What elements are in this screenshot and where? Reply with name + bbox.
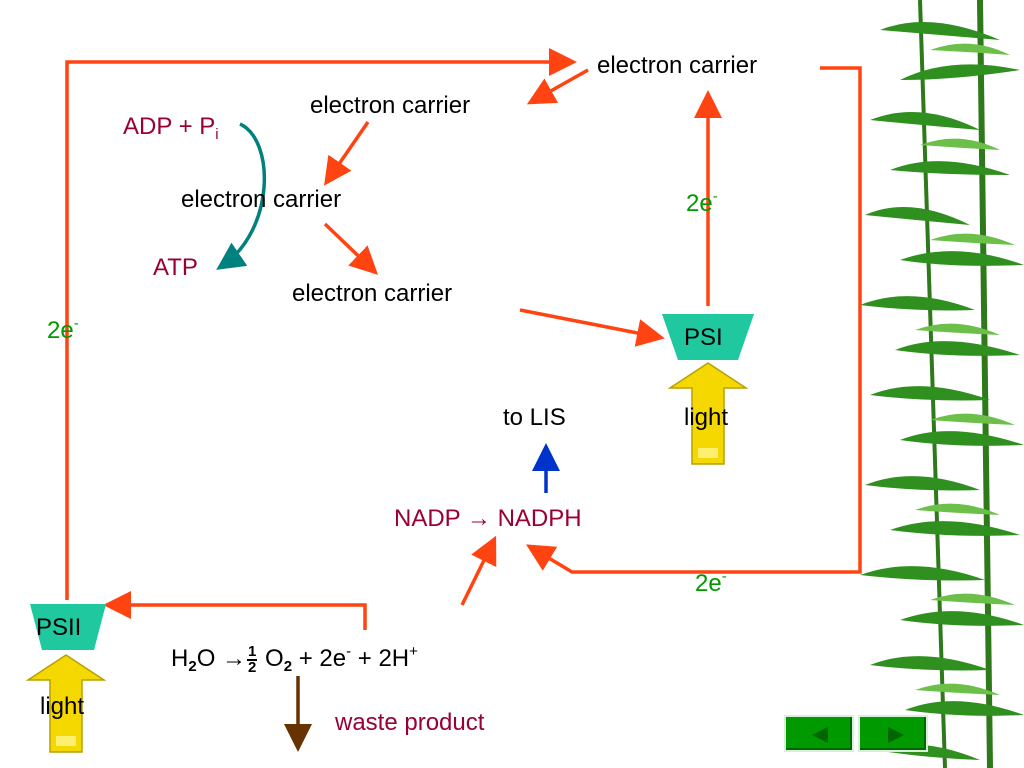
flow-arrow-equation-to-nadp: [460, 535, 497, 606]
nadp-equation: NADP → NADPH: [394, 505, 582, 533]
two-electrons-left: 2e-: [47, 310, 79, 345]
electron-carrier-3: electron carrier: [181, 186, 342, 213]
two-electrons-bottom: 2e-: [695, 563, 727, 598]
two-electrons-left-sup: -: [73, 315, 79, 332]
eq-frac-num: 1: [247, 643, 258, 661]
adp-label: ADP + Pi: [123, 113, 219, 149]
nadp-arrow-symbol: →: [466, 505, 491, 532]
to-lis-label: to LIS: [503, 404, 566, 431]
eq-electron-sup: -: [346, 643, 352, 660]
light-label-psi: light: [684, 404, 729, 431]
eq-o2: O: [258, 645, 284, 672]
eq-proton-sup: +: [409, 643, 418, 660]
eq-plus-electrons: + 2e: [292, 645, 347, 672]
eq-arrow: →: [222, 645, 247, 672]
flow-arrow-psii-to-top-carrier: [65, 48, 577, 600]
atp-arc-arrow: [216, 122, 267, 270]
next-slide-button[interactable]: [858, 715, 928, 752]
atp-label: ATP: [153, 254, 198, 281]
psi-shape: [662, 314, 754, 360]
psii-shape: [30, 604, 106, 650]
adp-subscript: i: [215, 126, 219, 143]
electron-carrier-2: electron carrier: [310, 92, 471, 119]
two-electrons-bottom-sup: -: [721, 568, 727, 585]
nadp-text: NADP: [394, 505, 461, 532]
flow-arrow-carrier2-to-carrier3: [324, 121, 370, 186]
flow-arrow-top-to-carrier2: [526, 68, 589, 105]
two-electrons-bottom-text: 2e: [695, 570, 722, 597]
next-slide-icon: [888, 727, 904, 743]
two-electrons-right-sup: -: [712, 188, 718, 205]
eq-h: H: [171, 645, 189, 672]
psi-label: PSI: [684, 324, 723, 351]
eq-o1: O: [196, 645, 216, 672]
eq-frac-den: 2: [248, 659, 257, 676]
light-arrow-psii: [25, 654, 107, 753]
electron-carrier-top: electron carrier: [597, 52, 758, 79]
flow-arrow-top-carrier-to-nadph: [525, 66, 862, 574]
previous-slide-button[interactable]: [784, 715, 854, 752]
eq-o2-sub: 2: [283, 658, 293, 675]
flow-arrow-carrier4-to-psi: [519, 308, 665, 347]
two-electrons-left-text: 2e: [47, 317, 74, 344]
two-electrons-right-text: 2e: [686, 190, 713, 217]
bamboo-decoration: [860, 0, 1024, 768]
flow-arrow-equation-to-psii: [103, 591, 367, 630]
nadph-text: NADPH: [497, 505, 582, 532]
waste-product-label: waste product: [335, 709, 485, 736]
electron-carrier-4: electron carrier: [292, 280, 453, 307]
psii-label: PSII: [36, 614, 82, 641]
light-arrow-psi: [667, 362, 749, 465]
eq-h-sub: 2: [188, 658, 197, 675]
flow-arrow-carrier3-to-carrier4: [323, 222, 379, 275]
previous-slide-icon: [812, 727, 828, 743]
eq-plus-protons: + 2H: [351, 645, 410, 672]
light-label-psii: light: [40, 693, 85, 720]
adp-text: ADP + P: [123, 113, 216, 140]
two-electrons-right: 2e-: [686, 183, 718, 218]
